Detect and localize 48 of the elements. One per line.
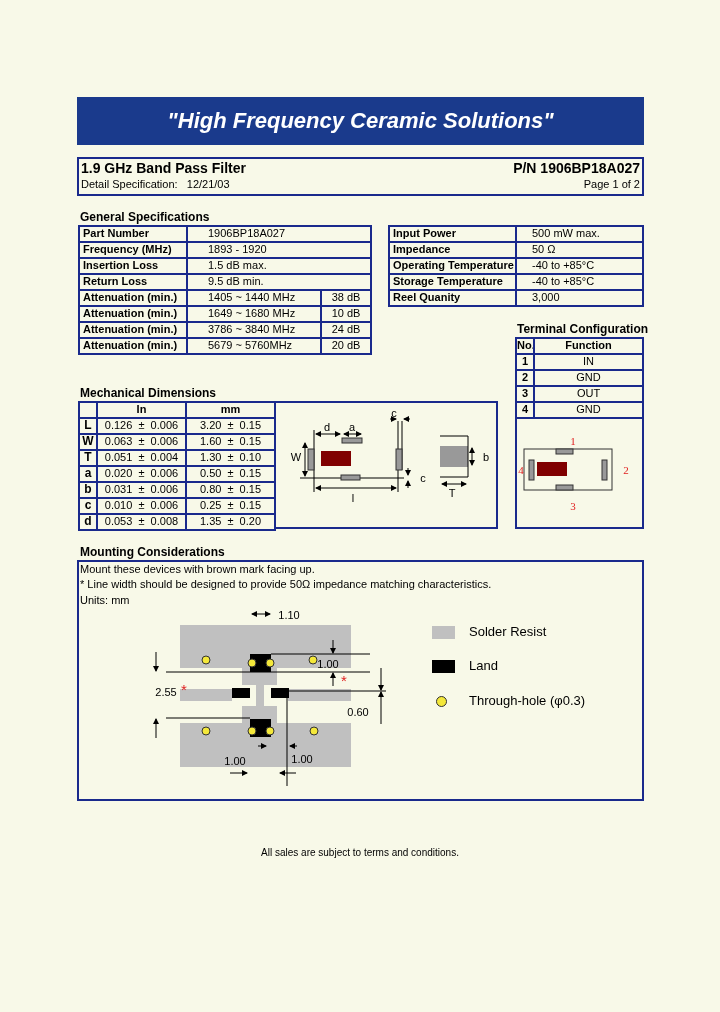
- dimension-label: c: [420, 472, 426, 484]
- asterisk-mark: *: [341, 671, 347, 689]
- column-header: Function: [533, 337, 644, 355]
- dimension-label: 1.00: [224, 755, 246, 767]
- legend-label: Through-hole (φ0.3): [469, 693, 586, 708]
- column-header: No.: [515, 337, 535, 355]
- pin-number: 1: [570, 435, 576, 447]
- legend-label: Land: [469, 658, 498, 673]
- note-text: Units: mm: [80, 594, 130, 606]
- table-cell: 1906BP18A027: [186, 225, 372, 243]
- row-header: Part Number: [78, 225, 188, 243]
- row-header: Attenuation (min.): [78, 337, 188, 355]
- row-header: Input Power: [388, 225, 517, 243]
- title-banner: "High Frequency Ceramic Solutions": [77, 97, 644, 145]
- legend-label: Solder Resist: [469, 624, 547, 639]
- section-heading: General Specifications: [80, 210, 210, 224]
- section-heading: Terminal Configuration: [517, 322, 649, 336]
- dimension-label: 2.55: [155, 686, 177, 698]
- table-cell: 3,000: [515, 289, 644, 307]
- section-heading: Mounting Considerations: [80, 545, 225, 559]
- dimension-label: W: [290, 451, 302, 463]
- dimension-label: b: [482, 451, 490, 463]
- part-number-heading: P/N 1906BP18A027: [513, 160, 640, 176]
- row-header: Reel Quanity: [388, 289, 517, 307]
- dimension-label: 1.10: [278, 609, 300, 621]
- pin-number: 4: [518, 464, 524, 476]
- note-text: * Line width should be designed to provide 50Ω impedance matching characteristics.: [80, 578, 492, 590]
- asterisk-mark: *: [181, 680, 187, 698]
- page-number: Page 1 of 2: [583, 178, 640, 190]
- pin-number: 3: [570, 500, 576, 512]
- product-title: 1.9 GHz Band Pass Filter: [81, 160, 246, 176]
- table-cell: 500 mW max.: [515, 225, 644, 243]
- table-cell: 20 dB: [320, 337, 372, 355]
- note-text: Mount these devices with brown mark facing up.: [80, 563, 315, 575]
- spec-date: Detail Specification: 12/21/03: [81, 178, 230, 190]
- footer-note: All sales are subject to terms and conditions.: [261, 846, 459, 858]
- dimension-label: 0.60: [347, 706, 369, 718]
- dimension-label: a: [348, 421, 356, 433]
- dimension-label: d: [323, 421, 331, 433]
- row-header: Operating Temperature: [388, 257, 517, 275]
- pin-number: 2: [623, 464, 629, 476]
- dimension-label: 1.00: [291, 753, 313, 765]
- dimension-label: T: [448, 487, 456, 499]
- row-header: d: [78, 513, 98, 531]
- dimension-label: 1.00: [317, 658, 339, 670]
- dimension-label: c: [391, 407, 397, 419]
- section-heading: Mechanical Dimensions: [80, 386, 217, 400]
- dimension-label: l: [351, 492, 355, 504]
